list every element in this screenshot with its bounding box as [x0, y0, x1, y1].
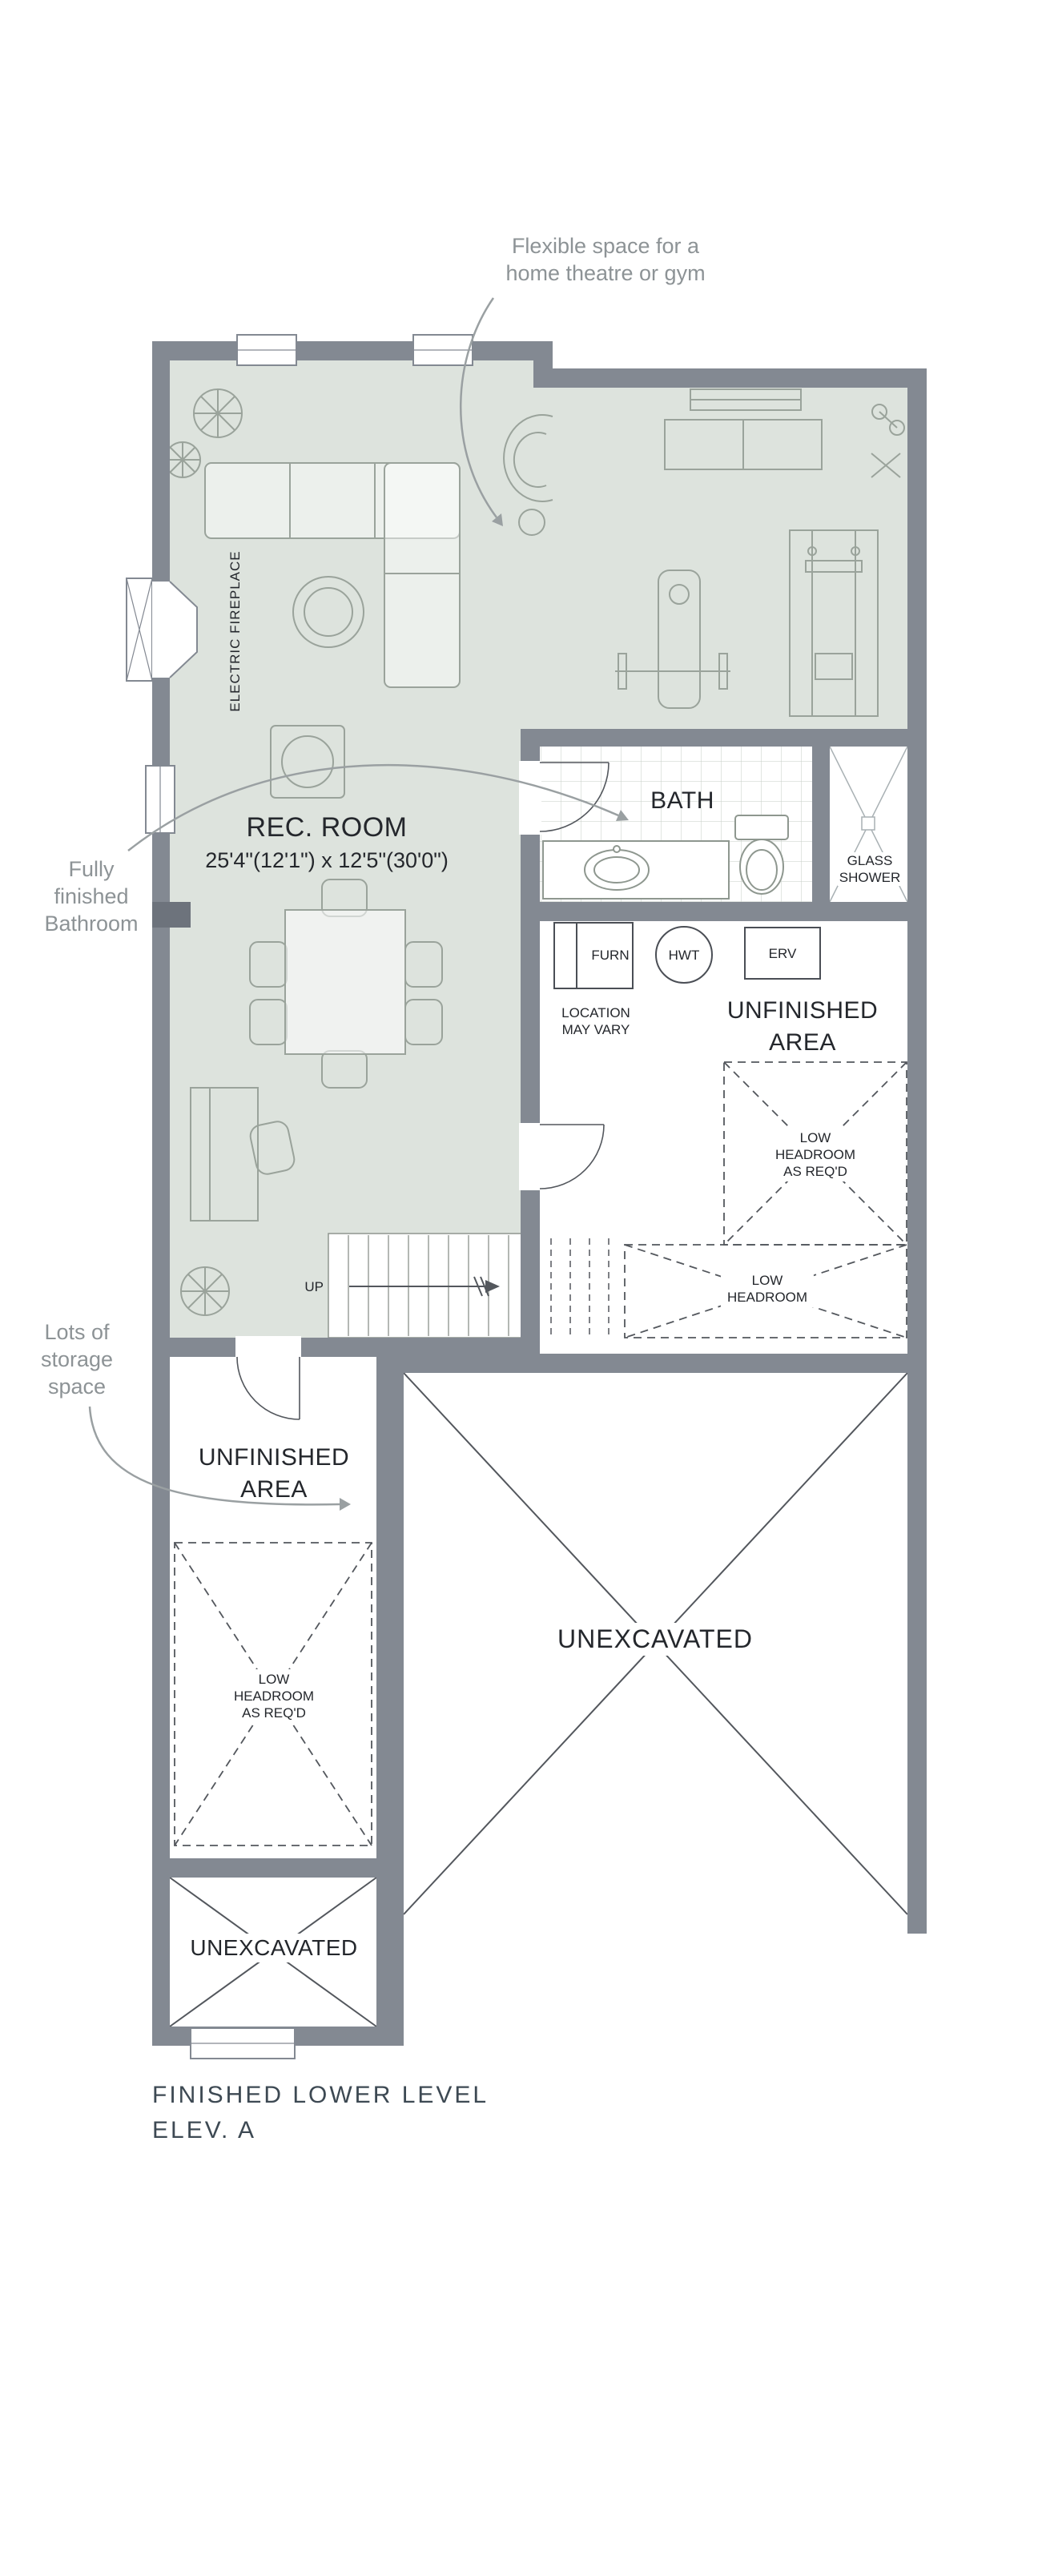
sectional-sofa: [204, 462, 461, 688]
furnace-label: FURN: [591, 948, 630, 963]
dining-set: [249, 879, 443, 1089]
bath-fixtures: [542, 815, 789, 900]
low-headroom-right-label: LOW HEADROOM AS REQ'D: [768, 1128, 863, 1181]
annotation-flexible-space: Flexible space for a home theatre or gym: [505, 234, 706, 285]
rec-room-floor: [170, 360, 907, 1338]
unfinished-area-right-label: UNFINISHED AREA: [726, 997, 879, 1056]
plant-icon: [193, 388, 243, 438]
plant-icon: [180, 1266, 230, 1316]
up-label: UP: [304, 1279, 324, 1294]
window: [190, 2027, 296, 2059]
annotation-bathroom: Fully finished Bathroom: [44, 857, 139, 936]
annotation-storage: Lots of storage space: [40, 1320, 114, 1399]
doors: [235, 761, 610, 1420]
wall-shelf: [690, 388, 802, 411]
vanity-sink: [542, 840, 730, 900]
glass-shower-label: GLASS SHOWER: [837, 852, 903, 886]
window: [412, 334, 473, 366]
round-table: [292, 576, 364, 648]
lounge-chair: [503, 414, 553, 536]
armchair: [270, 725, 345, 799]
stairs: [328, 1233, 610, 1338]
desk: [190, 1087, 296, 1222]
toilet: [734, 815, 789, 895]
annotation-arrowheads: [340, 513, 629, 1511]
wall-pier: [152, 902, 191, 928]
unexcavated-main-label: UNEXCAVATED: [551, 1623, 759, 1656]
erv-box: [744, 927, 821, 980]
dumbbell-icon: [871, 404, 905, 436]
erv-label: ERV: [768, 946, 797, 961]
furnace-box: [553, 922, 634, 989]
furniture-rec-room: [164, 388, 461, 1316]
annotation-arrows: [88, 297, 619, 1506]
windows: [145, 334, 473, 2059]
hot-water-tank: [655, 926, 713, 984]
low-headroom-stairs-label: LOW HEADROOM: [720, 1270, 815, 1307]
gym-table: [664, 419, 823, 470]
window: [145, 765, 175, 834]
cross-arrows-icon: [871, 453, 901, 478]
room-name: REC. ROOM: [246, 812, 408, 843]
unfinished-area-left-label: UNFINISHED AREA: [198, 1444, 350, 1503]
hwt-label: HWT: [668, 948, 700, 963]
electric-fireplace-label: ELECTRIC FIREPLACE: [227, 550, 243, 712]
weight-bench: [615, 570, 730, 709]
unexcavated-small-label: UNEXCAVATED: [183, 1934, 364, 1962]
location-may-vary-label: LOCATION MAY VARY: [561, 1005, 630, 1037]
bath-label: BATH: [650, 787, 714, 814]
arrow-bathroom: [127, 763, 619, 851]
electric-fireplace-unit: [126, 578, 198, 682]
stairs-direction-arrow: [349, 1276, 489, 1297]
arrow-storage: [88, 1406, 340, 1506]
low-headroom-left-label: LOW HEADROOM AS REQ'D: [227, 1669, 321, 1723]
room-dimensions: 25'4"(12'1") x 12'5"(30'0"): [205, 848, 449, 872]
cable-machine: [789, 529, 879, 717]
mechanical-equipment: [553, 922, 821, 989]
rec-room-label: REC. ROOM 25'4"(12'1") x 12'5"(30'0"): [205, 812, 449, 873]
plant-icon: [164, 441, 201, 478]
plan-caption: FINISHED LOWER LEVEL ELEV. A: [152, 2082, 489, 2143]
arrow-flexible-space: [460, 297, 498, 518]
bath-floor-tiles: [540, 747, 812, 902]
window: [236, 334, 297, 366]
furniture-gym: [503, 388, 905, 717]
